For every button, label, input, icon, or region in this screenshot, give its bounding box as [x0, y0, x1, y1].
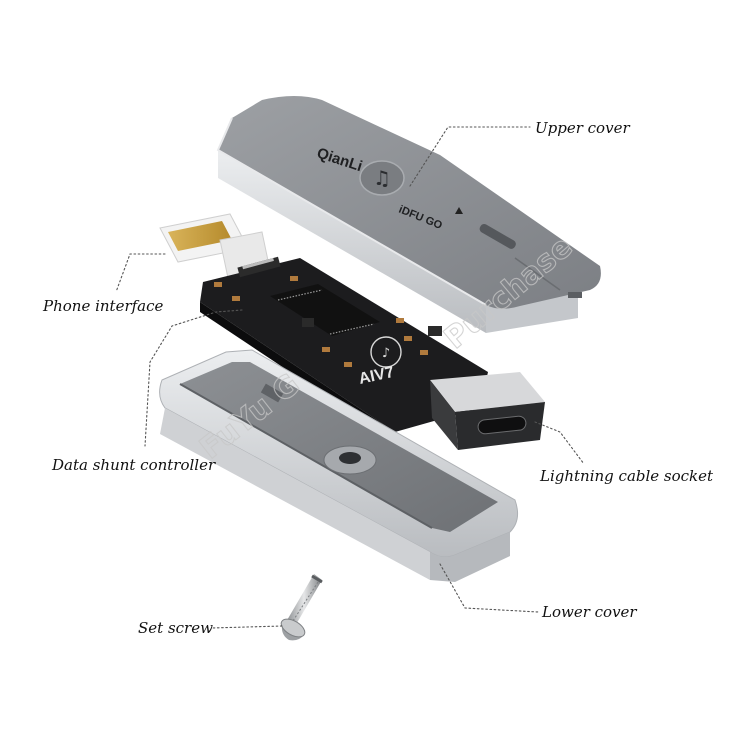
leader-lines — [115, 126, 585, 629]
leader-data-shunt — [144, 309, 243, 447]
set-screw — [280, 574, 323, 641]
label-upper-cover: Upper cover — [535, 119, 630, 137]
leader-lightning-socket — [534, 421, 585, 465]
label-lightning-cable-socket: Lightning cable socket — [539, 467, 714, 485]
lower-cover — [159, 349, 519, 582]
label-set-screw: Set screw — [138, 619, 213, 637]
upper-cover: ♫ QianLi iDFU GO — [216, 96, 601, 333]
lightning-socket — [430, 372, 545, 450]
svg-text:♫: ♫ — [373, 166, 391, 190]
leader-lower-cover — [439, 563, 539, 613]
leader-phone-interface — [115, 253, 166, 293]
label-data-shunt-controller: Data shunt controller — [51, 456, 216, 474]
label-lower-cover: Lower cover — [541, 603, 637, 621]
music-note-icon: ♫ — [359, 160, 405, 196]
label-phone-interface: Phone interface — [42, 297, 164, 315]
svg-text:♪: ♪ — [382, 346, 390, 361]
leader-set-screw — [211, 625, 283, 629]
